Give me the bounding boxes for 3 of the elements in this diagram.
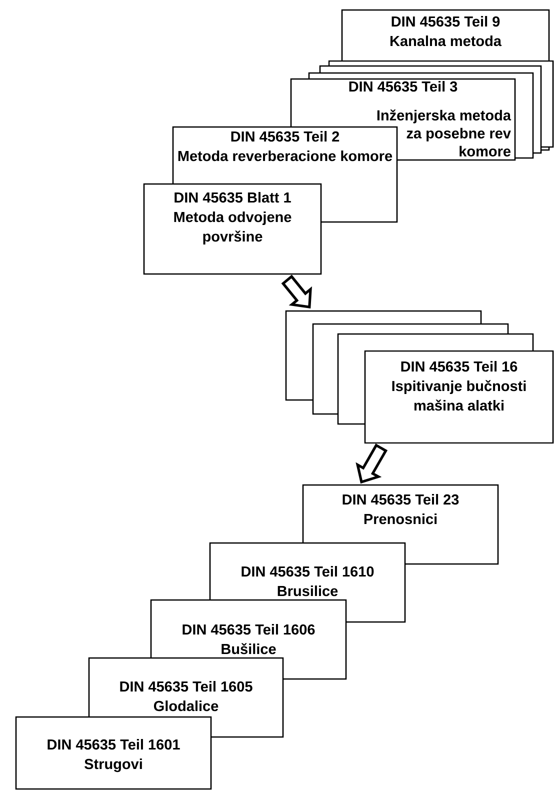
standard-box: DIN 45635 Blatt 1 Metoda odvojene površine bbox=[143, 183, 322, 275]
standard-box: DIN 45635 Teil 16 Ispitivanje bučnosti mašina alatki bbox=[364, 350, 554, 444]
standard-box: DIN 45635 Teil 1601 Strugovi bbox=[15, 716, 212, 790]
